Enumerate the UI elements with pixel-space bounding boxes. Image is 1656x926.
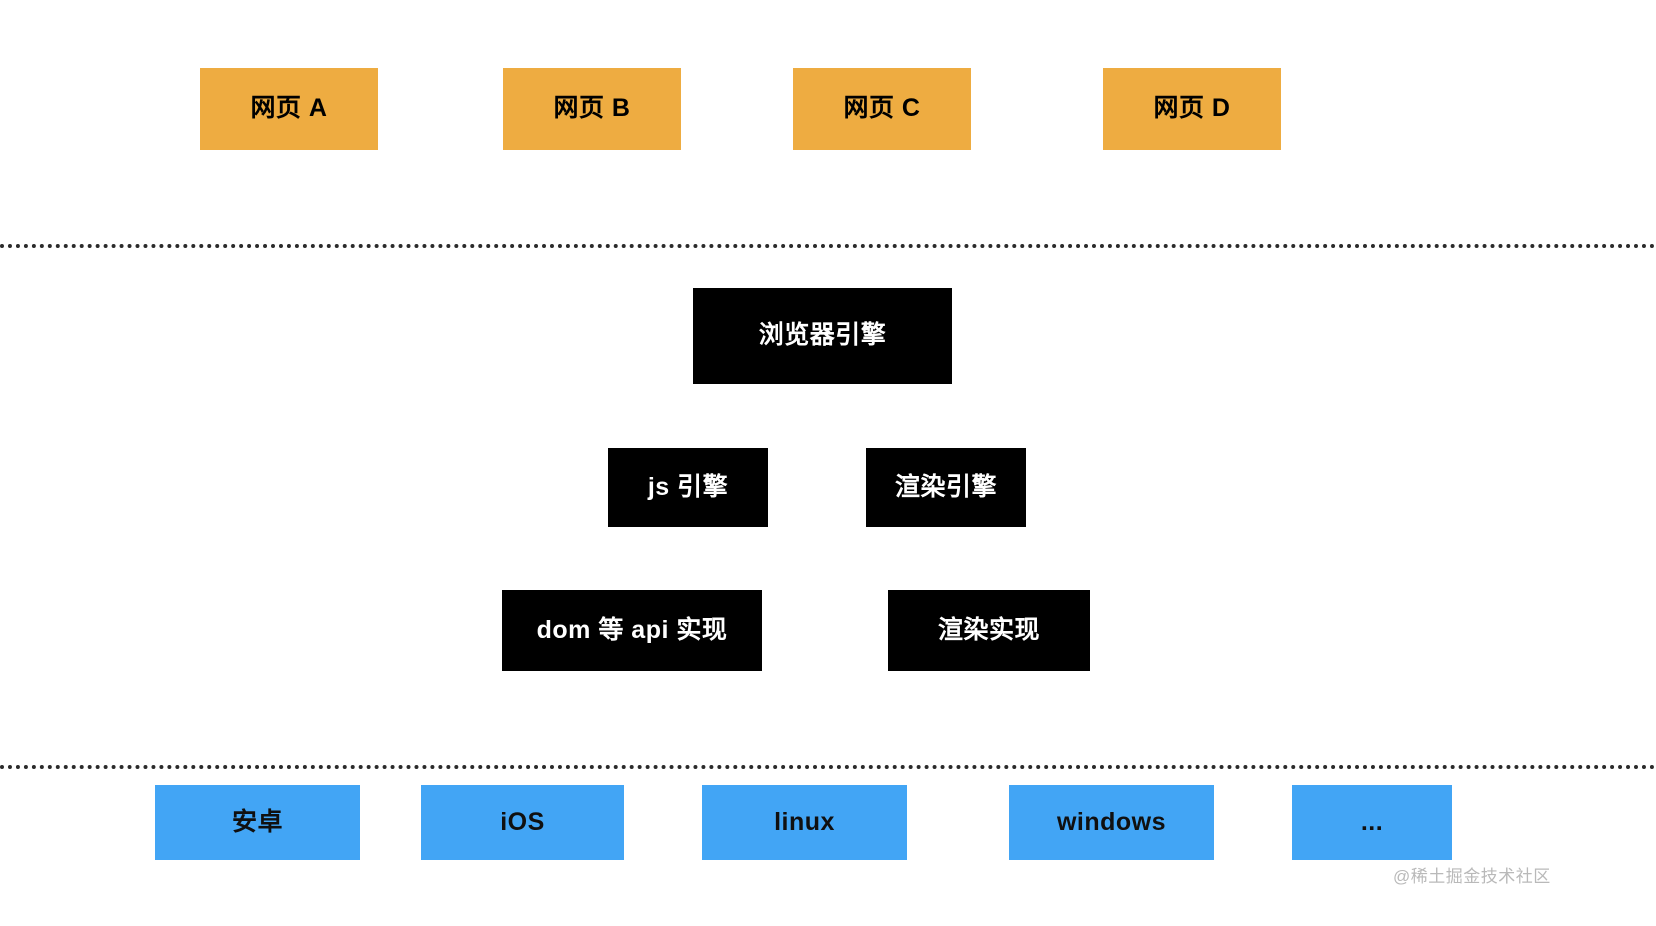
web-page-box-0[interactable]: 网页 A <box>200 68 378 150</box>
divider-pages-engine <box>0 244 1656 248</box>
web-page-box-2[interactable]: 网页 C <box>793 68 971 150</box>
engine-box-3[interactable]: dom 等 api 实现 <box>502 590 762 671</box>
os-box-1[interactable]: iOS <box>421 785 624 860</box>
watermark-label: @稀土掘金技术社区 <box>1393 867 1551 886</box>
web-page-box-3[interactable]: 网页 D <box>1103 68 1281 150</box>
engine-box-4[interactable]: 渲染实现 <box>888 590 1090 671</box>
divider-engine-os <box>0 765 1656 769</box>
engine-box-1[interactable]: js 引擎 <box>608 448 768 527</box>
engine-box-0[interactable]: 浏览器引擎 <box>693 288 952 384</box>
os-box-4[interactable]: ... <box>1292 785 1452 860</box>
engine-box-2[interactable]: 渲染引擎 <box>866 448 1026 527</box>
os-box-3[interactable]: windows <box>1009 785 1214 860</box>
web-page-box-1[interactable]: 网页 B <box>503 68 681 150</box>
os-box-2[interactable]: linux <box>702 785 907 860</box>
os-box-0[interactable]: 安卓 <box>155 785 360 860</box>
